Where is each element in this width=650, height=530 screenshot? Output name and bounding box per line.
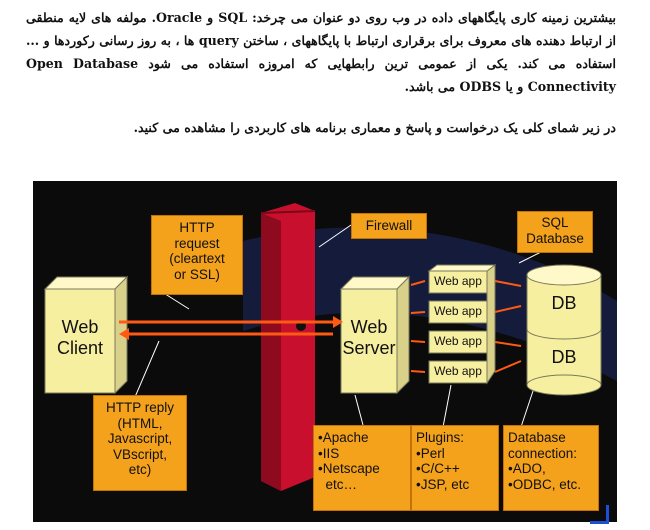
web-client-line: Web [61, 317, 99, 337]
plugins-item: •JSP, etc [416, 476, 470, 492]
plugins-item: •Perl [416, 445, 445, 461]
http-reply-line: etc) [128, 462, 152, 478]
db-connection-callout: Database connection: •ADO, •ODBC, etc. [503, 425, 599, 511]
web-app-label: Web app [434, 364, 482, 378]
diagram-graphics [43, 203, 617, 491]
sql-database-line: Database [526, 230, 584, 246]
db-label: DB [551, 293, 577, 313]
paragraph-caption: در زیر شمای کلی یک درخواست و پاسخ و معما… [133, 120, 616, 135]
db-connection-item: Database [508, 430, 566, 445]
paragraph-intro: بیشترین زمینه کاری پایگاههای داده در وب … [26, 10, 617, 94]
db-connection-item: •ADO, [508, 461, 546, 477]
plugins-callout: Plugins: •Perl •C/C++ •JSP, etc [411, 425, 499, 511]
http-request-line: (cleartext [169, 251, 225, 267]
http-reply-line: Javascript, [107, 431, 173, 447]
plugins-item: •C/C++ [416, 461, 460, 477]
corner-mark-icon [590, 505, 609, 524]
firewall-label: Firewall [365, 218, 413, 233]
firewall-wall [260, 203, 316, 491]
db-label: DB [551, 347, 577, 367]
db-connection-item: •ODBC, etc. [508, 476, 581, 492]
http-reply-line: HTTP reply [105, 400, 174, 415]
server-list-item: etc… [318, 476, 358, 492]
web-client-box [43, 275, 129, 395]
database-cylinder [526, 264, 602, 396]
web-app-label: Web app [434, 274, 482, 288]
http-request-callout: HTTP request (cleartext or SSL) [151, 215, 243, 295]
web-app-label: Web app [434, 304, 482, 318]
web-client-line: Client [56, 337, 104, 358]
http-reply-line: VBscript, [112, 446, 167, 462]
http-reply-callout: HTTP reply (HTML, Javascript, VBscript, … [93, 395, 187, 491]
server-list-item: •Apache [318, 430, 369, 445]
http-request-line: HTTP [179, 220, 215, 235]
request-reply-arrows [119, 316, 343, 340]
web-client-label: Web Client [45, 317, 115, 358]
http-request-line: or SSL) [174, 266, 220, 282]
server-list-callout: •Apache •IIS •Netscape etc… [313, 425, 411, 511]
web-server-line: Web [350, 317, 388, 337]
web-app-label: Web app [434, 334, 482, 348]
server-app-arrows [410, 280, 522, 373]
web-server-box [339, 275, 411, 395]
firewall-label-box: Firewall [351, 213, 427, 239]
web-app-stack [427, 264, 497, 385]
sql-database-line: SQL [541, 215, 569, 230]
architecture-diagram: HTTP request (cleartext or SSL) HTTP rep… [33, 181, 617, 522]
http-request-line: request [174, 235, 220, 251]
http-reply-line: (HTML, [117, 415, 163, 431]
db-connection-item: connection: [508, 445, 578, 461]
server-list-item: •Netscape [318, 461, 380, 477]
server-list-item: •IIS [318, 445, 340, 461]
sql-database-label-box: SQL Database [517, 211, 593, 253]
web-server-label: Web Server [341, 317, 397, 358]
web-server-line: Server [342, 337, 396, 358]
plugins-item: Plugins: [416, 430, 465, 445]
